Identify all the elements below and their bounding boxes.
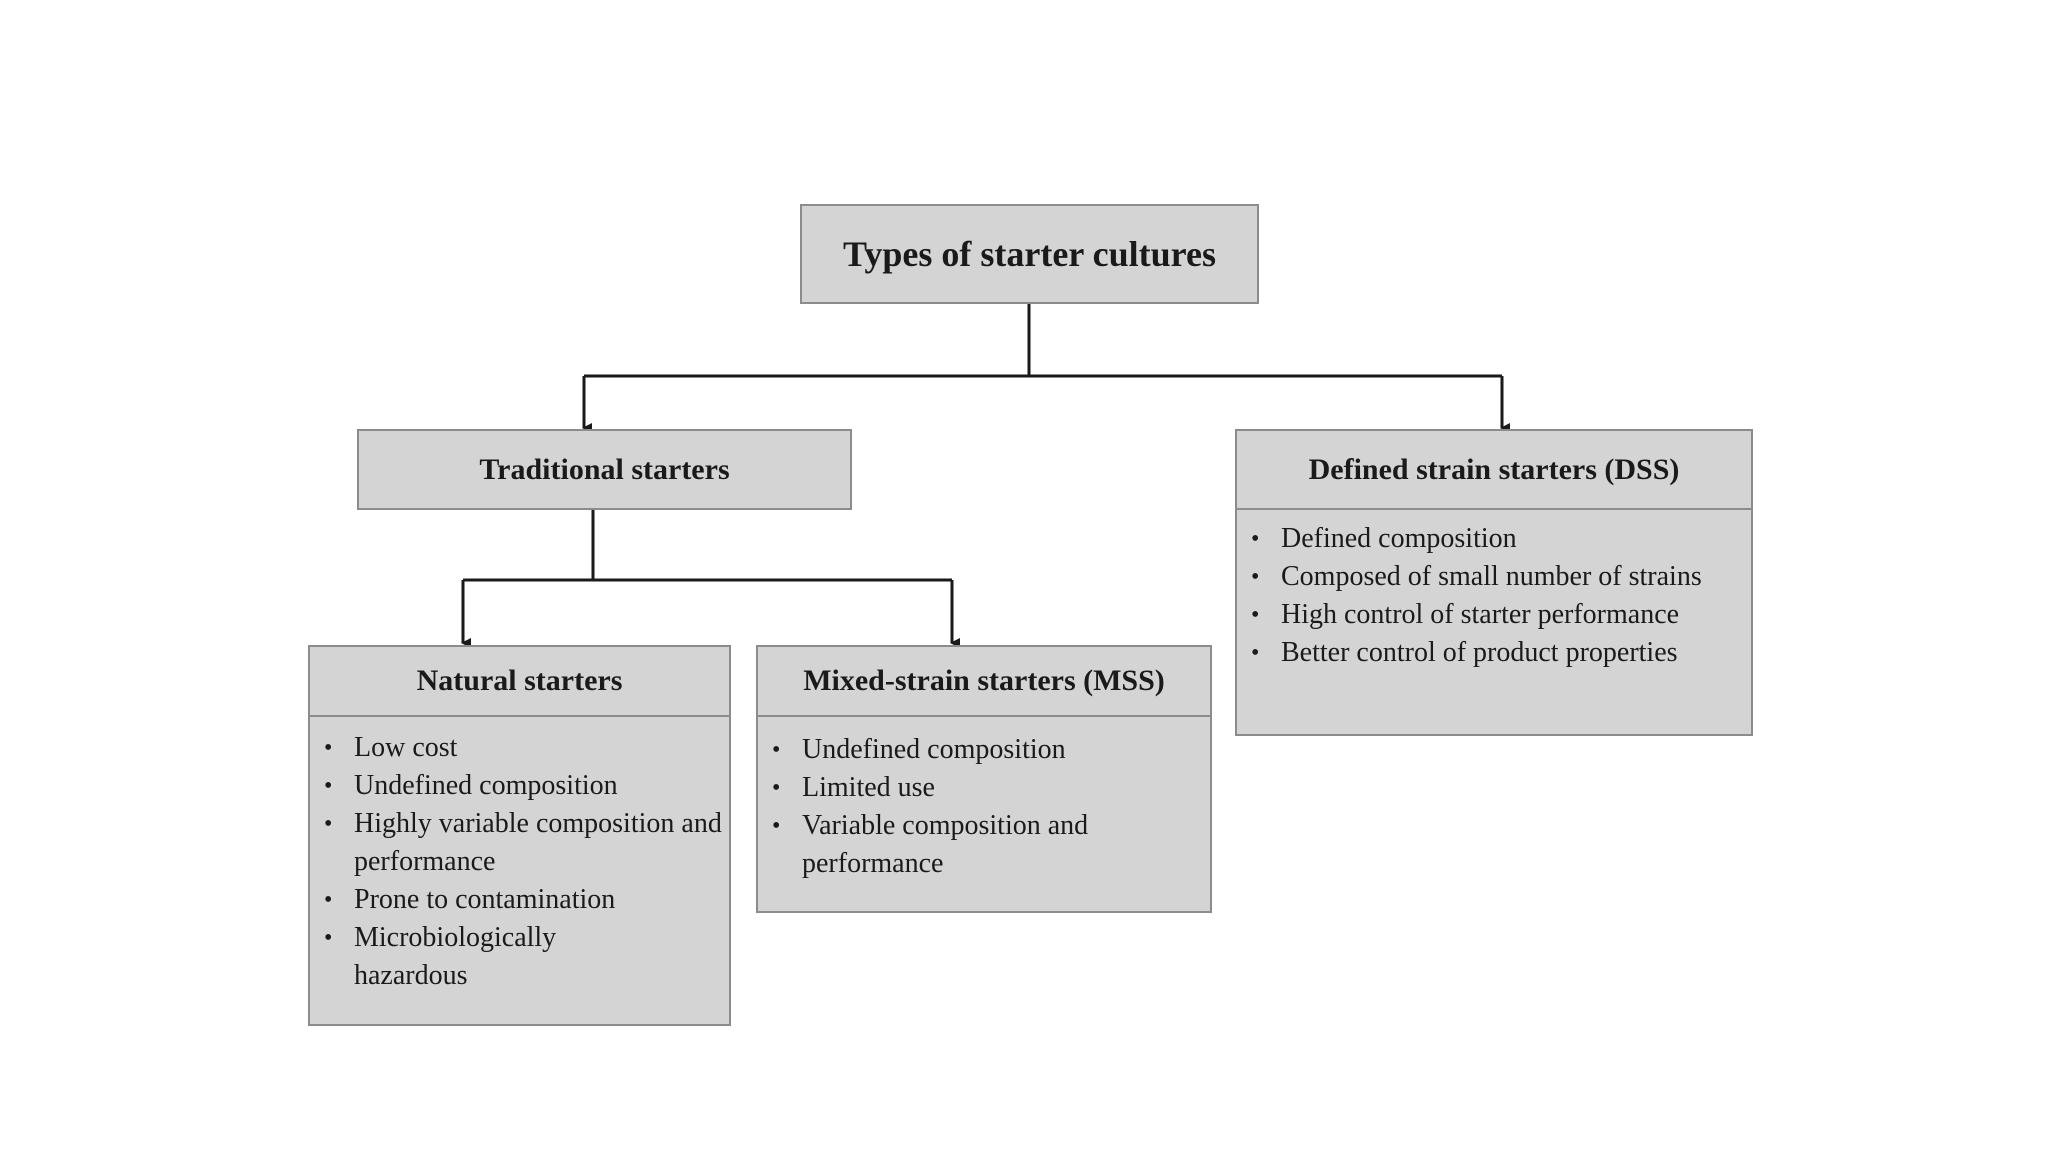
list-item: Highly variable composition and performa… [310,805,729,881]
list-item: Variable composition and performance [758,807,1210,883]
traditional-starters-node: Traditional starters [357,429,852,510]
list-item: Defined composition [1237,520,1751,558]
mss-list: Undefined composition Limited use Variab… [758,717,1210,883]
natural-starters-title: Natural starters [310,647,729,717]
list-item: Microbiologically hazardous [310,919,729,995]
dss-node: Defined strain starters (DSS) Defined co… [1235,429,1753,736]
list-item: Undefined composition [758,731,1210,769]
dss-title: Defined strain starters (DSS) [1237,431,1751,510]
list-item: Better control of product properties [1237,634,1751,672]
root-node-title: Types of starter cultures [843,234,1216,274]
dss-list: Defined composition Composed of small nu… [1237,510,1751,672]
list-item: Undefined composition [310,767,729,805]
natural-starters-node: Natural starters Low cost Undefined comp… [308,645,731,1026]
natural-starters-list: Low cost Undefined composition Highly va… [310,717,729,995]
list-item: Low cost [310,729,729,767]
mss-node: Mixed-strain starters (MSS) Undefined co… [756,645,1212,913]
list-item: Composed of small number of strains [1237,558,1751,596]
root-node: Types of starter cultures [800,204,1259,304]
list-item: High control of starter performance [1237,596,1751,634]
list-item: Limited use [758,769,1210,807]
mss-title: Mixed-strain starters (MSS) [758,647,1210,717]
list-item: Prone to contamination [310,881,729,919]
traditional-starters-title: Traditional starters [479,452,730,486]
